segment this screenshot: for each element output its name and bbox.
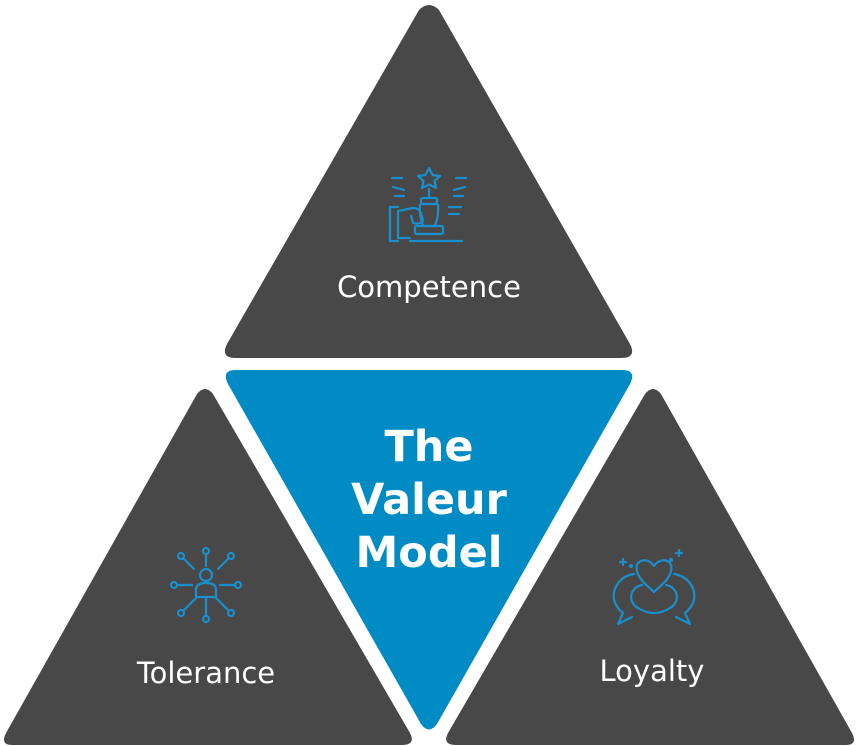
tolerance-triangle (4, 389, 412, 745)
center-title: The Valeur Model (279, 421, 579, 580)
hand-holding-star-trophy-icon (388, 166, 468, 243)
competence-label: Competence (337, 270, 521, 304)
loyalty-triangle (446, 389, 854, 745)
center-title-line-2: Valeur (351, 475, 507, 525)
center-title-line-3: Model (355, 528, 503, 578)
competence-triangle (224, 5, 633, 358)
center-title-line-1: The (384, 422, 474, 472)
hearts-speech-bubbles-icon (612, 548, 696, 626)
center-triangle (225, 370, 633, 730)
loyalty-label: Loyalty (599, 654, 705, 688)
person-network-icon (169, 546, 243, 624)
tolerance-label: Tolerance (136, 656, 276, 690)
